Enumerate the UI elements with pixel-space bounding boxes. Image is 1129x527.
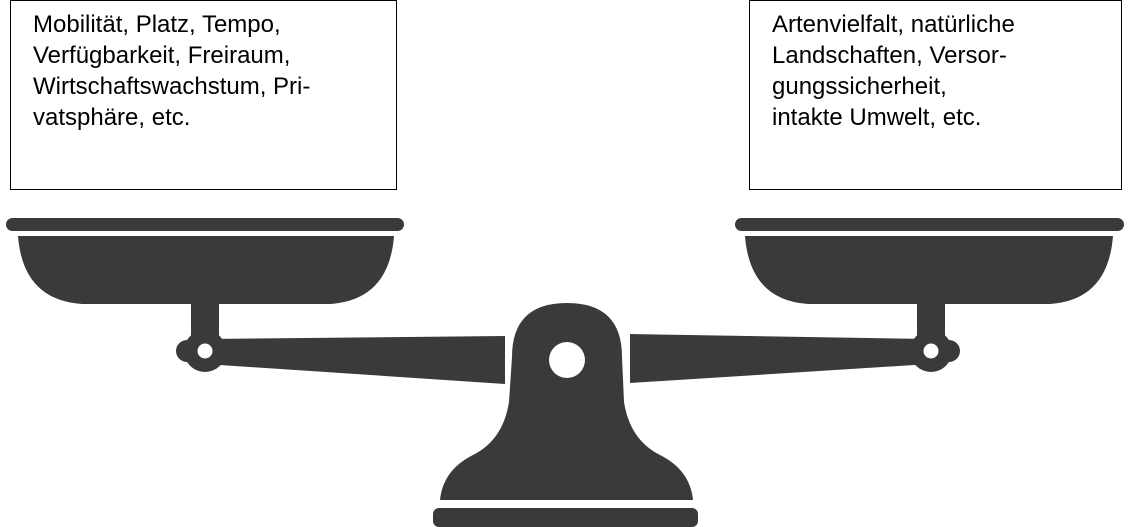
right-pivot-hole xyxy=(923,343,939,359)
central-pillar xyxy=(440,303,693,500)
right-pan-text-box: Artenvielfalt, natürliche Landschaften, … xyxy=(749,0,1122,190)
right-box-line-2: Landschaften, Versor- xyxy=(772,42,1007,69)
left-box-line-1: Mobilität, Platz, Tempo, xyxy=(33,11,281,38)
right-pivot-cap xyxy=(930,340,960,362)
base-plate xyxy=(433,508,698,527)
right-box-line-4: intakte Umwelt, etc. xyxy=(772,104,982,131)
left-box-line-2: Verfügbarkeit, Freiraum, xyxy=(33,42,291,69)
central-pivot-hole xyxy=(549,342,585,378)
left-pan-bowl xyxy=(18,236,394,304)
left-pan-rim xyxy=(6,218,404,231)
left-pan-text-box: Mobilität, Platz, Tempo, Verfügbarkeit, … xyxy=(10,0,397,190)
right-pan-bowl xyxy=(745,236,1113,304)
right-box-line-1: Artenvielfalt, natürliche xyxy=(772,11,1015,38)
left-pivot-cap xyxy=(176,340,206,362)
left-pivot-hole xyxy=(197,343,213,359)
right-box-line-3: gungssicherheit, xyxy=(772,73,947,100)
beam-left-arm xyxy=(205,336,505,384)
beam-right-arm xyxy=(630,334,930,383)
left-box-line-4: vatsphäre, etc. xyxy=(33,104,191,131)
left-box-line-3: Wirtschaftswachstum, Pri- xyxy=(33,73,311,100)
right-pan-rim xyxy=(735,218,1124,231)
